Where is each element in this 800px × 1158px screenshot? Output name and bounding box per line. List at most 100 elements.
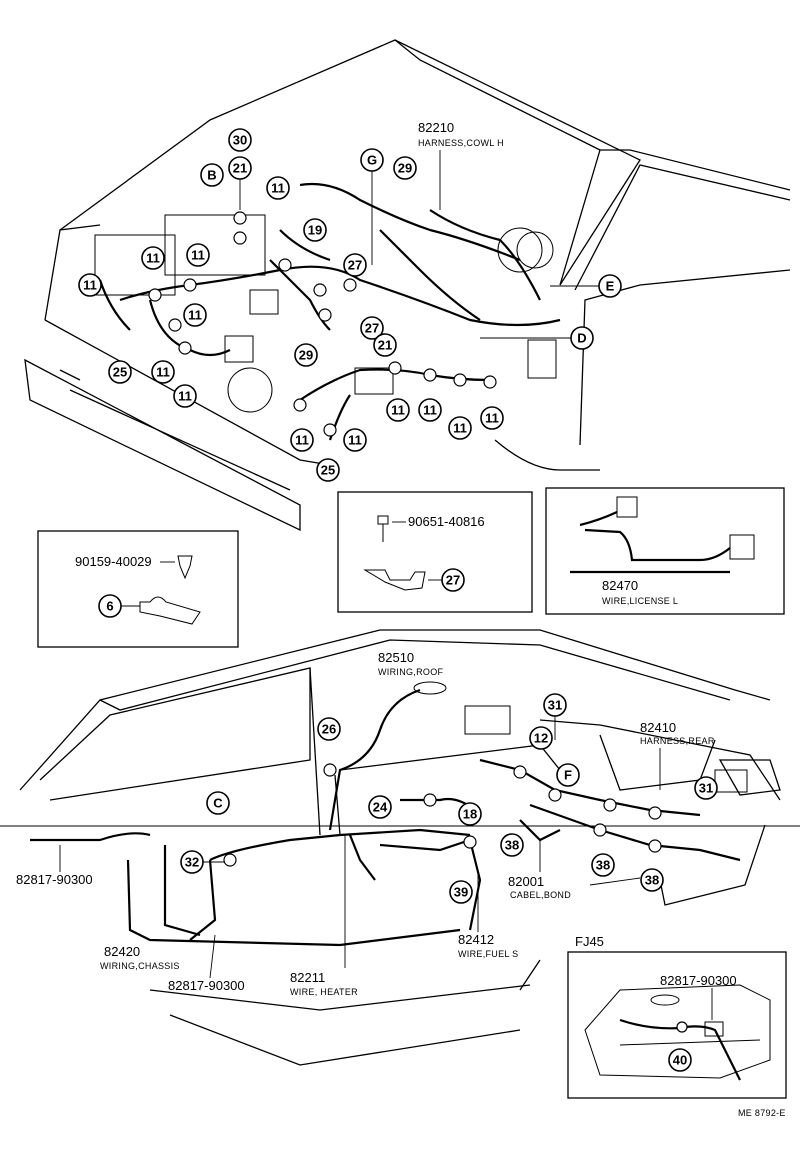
callout-11 [343,428,367,452]
svg-text:38: 38 [505,838,519,853]
callout-40 [668,1048,692,1072]
rear-callouts: 82510 WIRING,ROOF 26 31 12 82410 HARNESS… [16,650,718,997]
callout-11 [141,246,165,270]
part-number-82817-90300-b: 82817-90300 [168,978,245,993]
callout-24 [368,795,392,819]
part-number-82210: 82210 [418,120,454,135]
svg-text:27: 27 [446,573,460,588]
callout-31 [694,776,718,800]
callout-11 [448,416,472,440]
callout-F [556,763,580,787]
callout-11 [480,406,504,430]
svg-text:11: 11 [191,248,205,263]
svg-text:11: 11 [295,433,309,448]
svg-text:12: 12 [534,731,548,746]
callout-11 [173,384,197,408]
inset-bolt-bracket: 90651-40816 27 [337,491,533,613]
harness-clamp-points-engine [148,211,497,437]
callout-38 [591,853,615,877]
svg-text:21: 21 [378,338,392,353]
callout-30 [228,128,252,152]
part-name-rear-harness: HARNESS,REAR [640,736,715,746]
svg-text:11: 11 [391,403,405,418]
part-number-82410: 82410 [640,720,676,735]
inset-fj45-tank: FJ45 82817-90300 40 [567,934,787,1099]
part-name-roof-wiring: WIRING,ROOF [378,667,443,677]
svg-text:11: 11 [453,421,467,436]
svg-text:F: F [564,768,572,783]
callout-11 [183,303,207,327]
svg-text:24: 24 [373,800,388,815]
callout-11 [418,398,442,422]
svg-text:C: C [213,796,223,811]
callout-C [206,791,230,815]
callout-38 [500,833,524,857]
part-name-fuel-wire: WIRE,FUEL S [458,949,518,959]
callout-11 [186,243,210,267]
svg-text:25: 25 [113,365,127,380]
rear-harness-wires [30,688,741,947]
callout-29 [393,156,417,180]
callout-11 [78,273,102,297]
svg-text:27: 27 [365,321,379,336]
svg-text:32: 32 [185,855,199,870]
callout-29 [294,343,318,367]
callout-19 [303,218,327,242]
callout-11 [386,398,410,422]
svg-text:G: G [367,153,377,168]
part-number-82510: 82510 [378,650,414,665]
part-name-license-wire: WIRE,LICENSE L [602,596,678,606]
rear-vehicle-illustration [0,629,800,1066]
svg-text:21: 21 [233,161,247,176]
part-number-82211: 82211 [290,970,325,985]
callout-27 [360,316,384,340]
svg-text:40: 40 [673,1053,687,1068]
callout-18 [458,802,482,826]
engine-callouts: 30 21 B 11 19 G 29 27 11 11 11 11 E 27 D [78,128,622,482]
part-number-82470: 82470 [602,578,638,593]
harness-clamp-points-rear [223,763,662,867]
svg-text:39: 39 [454,885,468,900]
callout-25 [108,360,132,384]
callout-11 [290,428,314,452]
part-number-82817-90300-c: 82817-90300 [660,973,737,988]
inset-license-wire: 82470 WIRE,LICENSE L [545,487,785,615]
svg-text:E: E [606,279,615,294]
svg-text:25: 25 [321,463,335,478]
svg-text:31: 31 [548,698,562,713]
callout-39 [449,880,473,904]
part-name-heater-wire: WIRE, HEATER [290,987,358,997]
svg-text:11: 11 [423,403,437,418]
svg-text:38: 38 [645,873,659,888]
callout-27 [343,253,367,277]
svg-text:19: 19 [308,223,322,238]
svg-text:11: 11 [188,308,202,323]
svg-text:11: 11 [485,411,499,426]
callout-12 [529,726,553,750]
svg-text:26: 26 [322,722,336,737]
callout-11 [151,360,175,384]
part-number-90159-40029: 90159-40029 [75,554,152,569]
svg-text:6: 6 [106,599,113,614]
svg-text:11: 11 [146,251,160,266]
part-number-82412: 82412 [458,932,494,947]
svg-text:11: 11 [271,181,285,196]
svg-text:29: 29 [299,348,313,363]
callout-26 [317,717,341,741]
callout-21 [373,333,397,357]
svg-text:D: D [577,331,586,346]
svg-text:38: 38 [596,858,610,873]
svg-text:30: 30 [233,133,247,148]
part-name-cowl-harness: HARNESS,COWL H [418,138,504,148]
svg-text:31: 31 [699,781,713,796]
svg-text:11: 11 [348,433,362,448]
svg-text:11: 11 [156,365,170,380]
part-name-chassis-wiring: WIRING,CHASSIS [100,961,180,971]
part-number-82420: 82420 [104,944,140,959]
callout-38 [640,868,664,892]
part-name-bond-cable: CABEL,BOND [510,890,571,900]
front-vehicle-illustration [24,39,791,532]
callout-11 [266,176,290,200]
callout-27 [441,568,465,592]
